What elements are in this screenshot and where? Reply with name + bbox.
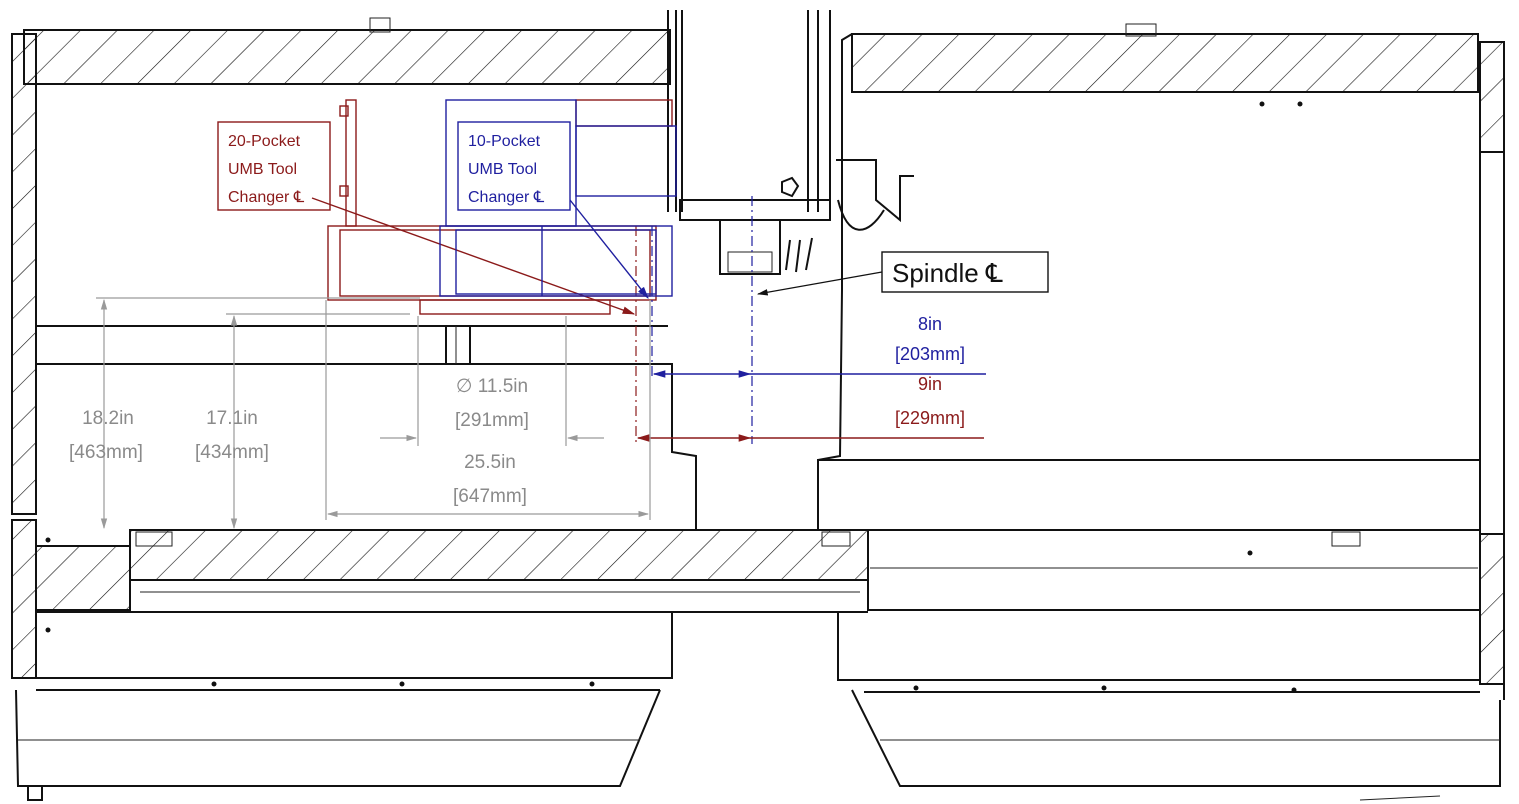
tc10-leader [569, 199, 649, 299]
left-wall [11, 33, 37, 515]
tc10-label-line1: 10-Pocket [468, 133, 541, 150]
right-wall-lower [1479, 533, 1505, 685]
dim-diameter-imperial: ∅ 11.5in [456, 376, 528, 397]
dim-height-a-metric: [463mm] [69, 442, 143, 463]
spindle-leader [756, 271, 883, 296]
dim-width-imperial: 25.5in [464, 452, 516, 473]
tc10-label-line3: Changer ℄ [468, 189, 545, 206]
dim-diameter-metric: [291mm] [455, 410, 529, 431]
dim-8in-imperial: 8in [918, 314, 942, 334]
dim-8in-metric: [203mm] [895, 344, 965, 364]
tool-changer-20: 20-Pocket UMB Tool Changer ℄ [217, 99, 673, 444]
dim-height-b: 17.1in [434mm] [195, 313, 410, 530]
tc20-label-line3: Changer ℄ [228, 189, 305, 206]
tc10-label-box [457, 121, 571, 211]
left-wall-lower [11, 519, 37, 679]
dim-width-metric: [647mm] [453, 486, 527, 507]
spindle-label: Spindle ℄ [892, 258, 1003, 288]
tool-changer-10: 10-Pocket UMB Tool Changer ℄ [439, 99, 677, 380]
enclosure [11, 17, 1505, 700]
dim-height-b-imperial: 17.1in [206, 408, 258, 429]
dim-height-a: 18.2in [463mm] [69, 297, 420, 530]
tc20-label-line1: 20-Pocket [228, 133, 301, 150]
dim-9in-imperial: 9in [918, 374, 942, 394]
work-table-left [129, 529, 869, 581]
tc10-label-line2: UMB Tool [468, 161, 537, 178]
dim-9in-metric: [229mm] [895, 408, 965, 428]
table-rails [15, 325, 1501, 801]
top-beam-left [23, 29, 671, 85]
tc20-label-line2: UMB Tool [228, 161, 297, 178]
dim-8in: 8in [203mm] [652, 314, 986, 378]
table-end-left [35, 545, 131, 611]
right-wall-upper [1479, 41, 1505, 153]
dim-tool-diameter: ∅ 11.5in [291mm] [380, 316, 604, 446]
tc20-label-box [217, 121, 331, 211]
top-beam-right [851, 33, 1479, 93]
dim-width: 25.5in [647mm] [325, 300, 651, 520]
spindle-callout: Spindle ℄ [756, 251, 1049, 296]
dim-9in: 9in [229mm] [636, 374, 984, 442]
dim-height-b-metric: [434mm] [195, 442, 269, 463]
dim-height-a-imperial: 18.2in [82, 408, 134, 429]
